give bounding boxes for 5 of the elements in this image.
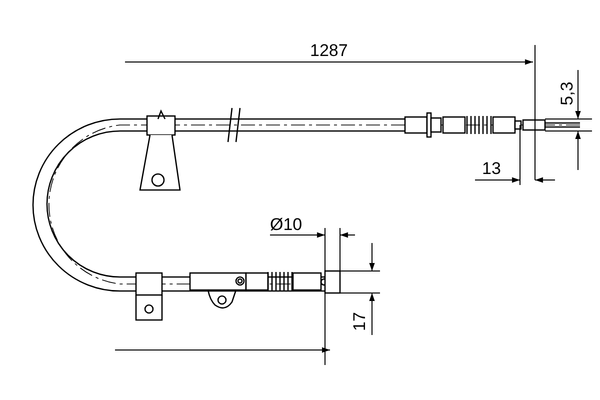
dimension-value: Ø10 [270, 216, 302, 233]
dimension-value: 17 [350, 312, 368, 331]
dimension-value: 1287 [310, 42, 348, 59]
dimension-value: 5,3 [558, 82, 576, 106]
dimension-value: 13 [482, 160, 501, 177]
